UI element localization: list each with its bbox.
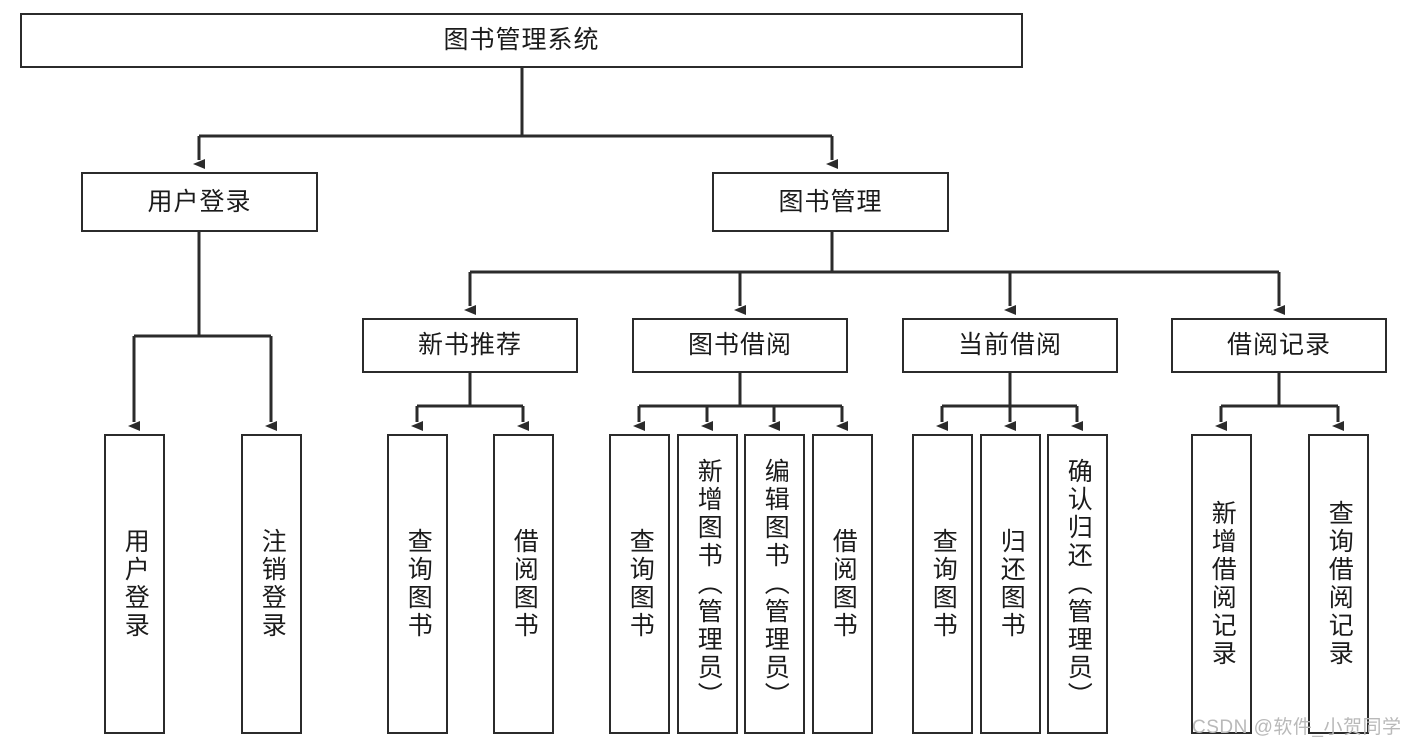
node-label: 用户登录	[121, 528, 150, 640]
node-label: 图书管理系统	[443, 26, 600, 55]
node-borrow-record[interactable]: 借阅记录	[1171, 318, 1387, 373]
node-current-borrow[interactable]: 当前借阅	[902, 318, 1118, 373]
leaf-query-borrow-record[interactable]: 查询借阅记录	[1308, 434, 1369, 734]
leaf-query-book-recommend[interactable]: 查询图书	[387, 434, 448, 734]
node-book-borrow[interactable]: 图书借阅	[632, 318, 848, 373]
leaf-borrow-book-recommend[interactable]: 借阅图书	[493, 434, 554, 734]
node-label: 借阅图书	[829, 528, 858, 640]
node-root-book-management-system[interactable]: 图书管理系统	[20, 13, 1023, 68]
csdn-watermark: CSDN @软件_小贺同学	[1192, 717, 1402, 738]
node-book-management[interactable]: 图书管理	[712, 172, 949, 232]
node-label: 当前借阅	[957, 331, 1062, 360]
node-label: 用户登录	[147, 187, 252, 216]
leaf-add-borrow-record[interactable]: 新增借阅记录	[1191, 434, 1252, 734]
node-label: 归还图书	[997, 528, 1026, 640]
leaf-add-book-admin[interactable]: 新增图书（管理员）	[677, 434, 738, 734]
node-label: 确认归还（管理员）	[1064, 458, 1093, 710]
leaf-borrow-book[interactable]: 借阅图书	[812, 434, 873, 734]
node-label: 新增图书（管理员）	[694, 458, 723, 710]
node-user-login[interactable]: 用户登录	[81, 172, 318, 232]
node-label: 查询借阅记录	[1325, 500, 1354, 668]
node-label: 新增借阅记录	[1208, 500, 1237, 668]
leaf-confirm-return-admin[interactable]: 确认归还（管理员）	[1047, 434, 1108, 734]
node-label: 编辑图书（管理员）	[761, 458, 790, 710]
node-label: 借阅记录	[1226, 331, 1331, 360]
leaf-query-book-current[interactable]: 查询图书	[912, 434, 973, 734]
leaf-logout[interactable]: 注销登录	[241, 434, 302, 734]
node-label: 查询图书	[929, 528, 958, 640]
leaf-query-book-borrow[interactable]: 查询图书	[609, 434, 670, 734]
node-new-book-recommend[interactable]: 新书推荐	[362, 318, 578, 373]
node-label: 图书借阅	[687, 331, 792, 360]
node-label: 注销登录	[258, 528, 287, 640]
leaf-return-book[interactable]: 归还图书	[980, 434, 1041, 734]
leaf-edit-book-admin[interactable]: 编辑图书（管理员）	[744, 434, 805, 734]
leaf-user-login[interactable]: 用户登录	[104, 434, 165, 734]
node-label: 查询图书	[626, 528, 655, 640]
node-label: 新书推荐	[417, 331, 522, 360]
node-label: 查询图书	[404, 528, 433, 640]
node-label: 图书管理	[778, 187, 883, 216]
node-label: 借阅图书	[510, 528, 539, 640]
